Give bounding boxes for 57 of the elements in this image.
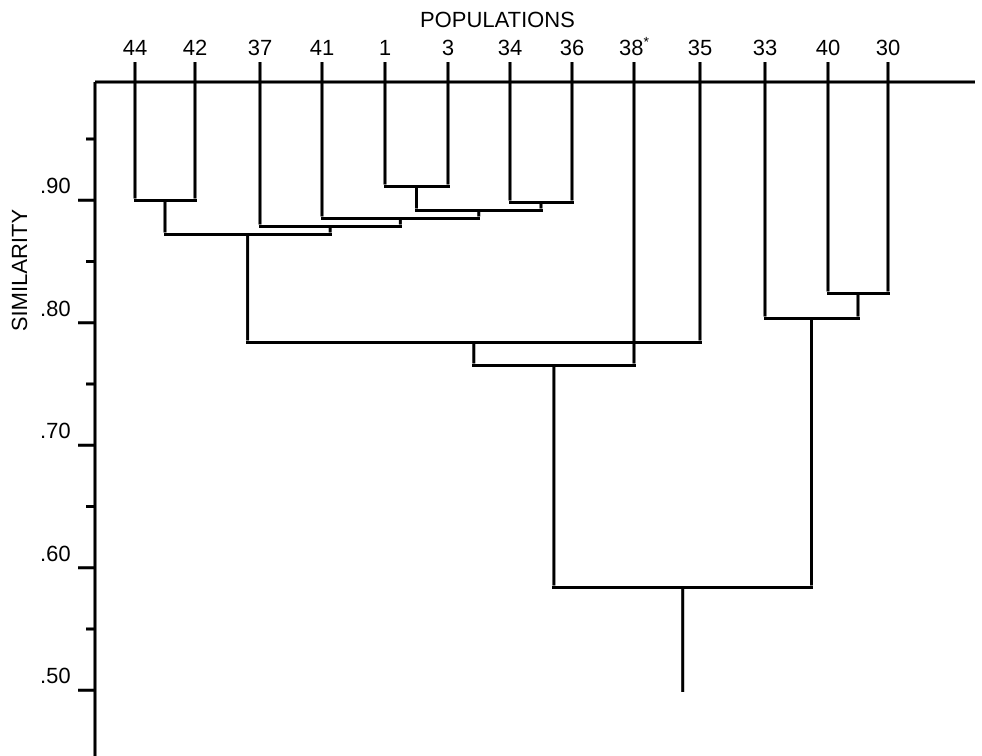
population-label: 33: [752, 36, 778, 60]
dendrogram-line: [886, 62, 890, 292]
population-label: 42: [182, 36, 208, 60]
dendrogram-line: [328, 228, 332, 232]
dendrogram-line: [477, 212, 480, 216]
tick-label: .60: [40, 542, 71, 566]
dendrogram-line: [826, 62, 830, 292]
population-label: 34: [498, 36, 522, 60]
dendrogram-line: [508, 62, 512, 200]
tick-label: .50: [40, 664, 71, 688]
population-label: 38$^{*}$: [619, 36, 649, 60]
dendrogram-line: [764, 62, 766, 316]
dendrogram-line: [134, 62, 136, 198]
dendrogram-line: [246, 236, 250, 340]
merge-bar: [134, 198, 196, 202]
population-label: 44: [122, 36, 148, 60]
merge-bar: [258, 224, 402, 228]
merge-bar: [472, 364, 636, 366]
dendrogram-line: [632, 62, 636, 364]
dendrogram-line: [552, 366, 556, 586]
merge-bar: [508, 200, 574, 204]
population-label: 30: [876, 36, 900, 60]
dendrogram-line: [472, 344, 476, 364]
merge-bar: [415, 208, 542, 212]
merge-bar: [384, 184, 450, 188]
dendrogram-line: [415, 188, 418, 208]
dendrogram-line: [810, 320, 813, 586]
dendrogram-line: [446, 62, 450, 184]
tick-label: .70: [40, 419, 71, 443]
dendrogram-line: [698, 62, 702, 340]
merge-bar: [764, 316, 860, 320]
dendrogram-line: [164, 202, 166, 232]
population-label: 35: [688, 36, 712, 60]
merge-bar: [164, 232, 332, 236]
dendrogram-line: [540, 204, 542, 208]
tick-label: .80: [40, 296, 71, 320]
merge-bar: [826, 292, 890, 294]
population-label: 3: [442, 36, 454, 60]
merge-bar: [320, 216, 480, 220]
population-label: 37: [248, 36, 272, 60]
dendrogram-line: [681, 588, 684, 692]
dendrogram-line: [856, 294, 860, 316]
population-label: 1: [378, 36, 392, 60]
dendrogram-line: [194, 62, 196, 198]
population-label: 36: [560, 36, 584, 60]
population-label: 40: [816, 36, 840, 60]
merge-bar: [246, 340, 702, 344]
merge-bar: [552, 586, 813, 588]
dendrogram-line: [320, 62, 324, 216]
dendrogram-line: [258, 62, 262, 224]
tick-label: .90: [40, 174, 71, 198]
dendrogram-line: [398, 220, 402, 224]
dendrogram-line: [384, 62, 386, 184]
population-label: 41: [310, 36, 334, 60]
dendrogram-line: [570, 62, 574, 200]
axis-title: SIMILARITY: [8, 208, 32, 334]
axis-title: POPULATIONS: [420, 8, 575, 32]
